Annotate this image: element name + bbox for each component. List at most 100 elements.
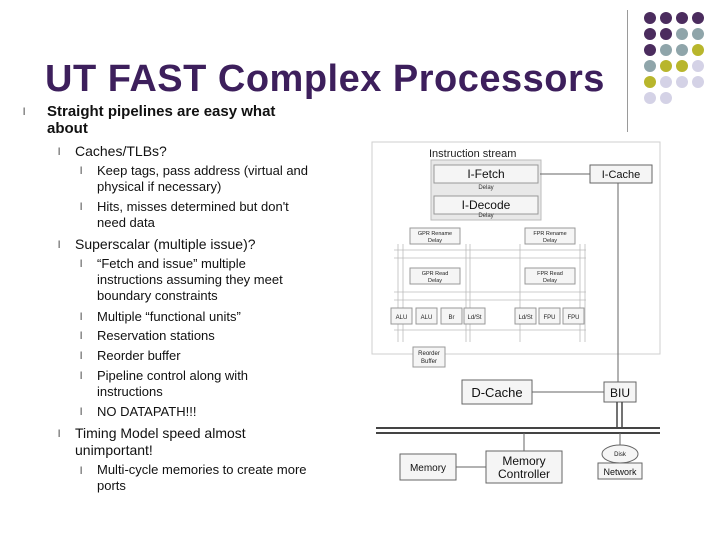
bullet-icon: l (80, 371, 83, 382)
fpr-read-box (524, 267, 576, 285)
decorative-dot (692, 12, 704, 24)
network-box (597, 462, 643, 480)
fpr-read-label: FPR Read (537, 271, 563, 277)
icache-label: I-Cache (602, 169, 641, 181)
delay-label: Delay (478, 213, 493, 219)
idecode-box (433, 195, 539, 215)
bullet-text: Pipeline control along with (97, 368, 249, 383)
functional-unit-label: Ld/St (518, 315, 532, 321)
fpr-rename-label: FPR Rename (533, 231, 566, 237)
functional-unit-label: Br (449, 315, 455, 321)
bullet-text: need data (97, 215, 155, 230)
functional-units: ALU ALU Br Ld/St Ld/St FPU FPU (390, 307, 585, 325)
bullet-icon: l (80, 351, 83, 362)
decorative-dot (676, 44, 688, 56)
ifetch-box (433, 164, 539, 184)
divider-line (627, 10, 628, 132)
decorative-dot (676, 28, 688, 40)
bullet-text: Superscalar (multiple issue)? (75, 236, 256, 252)
bullet-text: boundary constraints (97, 288, 218, 303)
functional-unit-label: ALU (396, 315, 408, 321)
decorative-dot (644, 60, 656, 72)
delay-label: Delay (428, 238, 442, 244)
functional-unit-box (415, 307, 438, 325)
reorder-label: Buffer (421, 359, 437, 365)
decorative-dot (676, 60, 688, 72)
idecode-label: I-Decode (462, 198, 511, 212)
decorative-dot (692, 76, 704, 88)
decorative-dot (660, 12, 672, 24)
fpr-rename-box (524, 227, 576, 245)
bullet-text: Hits, misses determined but don't (97, 199, 289, 214)
bullet-icon: l (80, 331, 83, 342)
functional-unit-box (440, 307, 463, 325)
decorative-dot (660, 60, 672, 72)
bullet-text: Timing Model speed almost (75, 425, 246, 441)
gpr-rename-box (409, 227, 461, 245)
biu-label: BIU (610, 386, 630, 400)
reorder-buffer-box (412, 346, 446, 368)
decorative-dot (676, 12, 688, 24)
functional-unit-label: FPU (544, 315, 556, 321)
bullet-text: physical if necessary) (97, 179, 222, 194)
bullet-icon: l (58, 240, 61, 251)
decorative-dot (644, 12, 656, 24)
decorative-dot (692, 28, 704, 40)
bullet-text: unimportant! (75, 442, 153, 458)
bullet-icon: l (58, 147, 61, 158)
bullet-icon: l (80, 259, 83, 270)
functional-unit-box (463, 307, 486, 325)
delay-label: Delay (478, 185, 493, 191)
decorative-dot (692, 60, 704, 72)
functional-unit-label: Ld/St (467, 315, 481, 321)
disk-label: Disk (614, 452, 627, 458)
ifetch-label: I-Fetch (467, 167, 504, 181)
decorative-dot (644, 28, 656, 40)
functional-unit-box (562, 307, 585, 325)
decorative-dot (644, 92, 656, 104)
functional-unit-box (514, 307, 537, 325)
delay-label: Delay (543, 238, 557, 244)
bullet-icon: l (80, 166, 83, 177)
instruction-stream-label: Instruction stream (429, 148, 516, 160)
bullet-text: Multi-cycle memories to create more (97, 462, 307, 477)
decorative-dot (660, 44, 672, 56)
bullet-text: NO DATAPATH!!! (97, 404, 197, 419)
bullet-icon: l (23, 107, 26, 118)
bullet-text: Reorder buffer (97, 348, 181, 363)
bullet-text: instructions assuming they meet (97, 272, 283, 287)
bullet-text: instructions (97, 384, 163, 399)
dcache-box (461, 379, 533, 405)
bullet-text: Straight pipelines are easy what (47, 103, 276, 120)
reorder-label: Reorder (418, 351, 440, 357)
gpr-read-label: GPR Read (422, 271, 449, 277)
decorative-dot (676, 76, 688, 88)
bullet-icon: l (58, 429, 61, 440)
delay-label: Delay (428, 278, 442, 284)
bullet-text: Caches/TLBs? (75, 143, 167, 159)
bullet-text: about (47, 120, 88, 137)
decorative-dot (660, 76, 672, 88)
functional-unit-label: ALU (421, 315, 433, 321)
bullet-icon: l (80, 202, 83, 213)
bullet-text: Keep tags, pass address (virtual and (97, 163, 309, 178)
network-label: Network (603, 467, 637, 477)
decorative-dot (660, 28, 672, 40)
decorative-dot (644, 76, 656, 88)
bullet-icon: l (80, 407, 83, 418)
interconnect-lines (394, 244, 586, 342)
gpr-read-box (409, 267, 461, 285)
decorative-dot (660, 92, 672, 104)
delay-label: Delay (543, 278, 557, 284)
memory-controller-label: Memory (502, 454, 545, 468)
bullet-text: ports (97, 478, 126, 493)
memory-label: Memory (410, 463, 446, 474)
bullet-text: Reservation stations (97, 328, 215, 343)
decorative-dot (644, 44, 656, 56)
functional-unit-box (538, 307, 561, 325)
decorative-dot (692, 44, 704, 56)
bullet-text: “Fetch and issue” multiple (97, 256, 246, 271)
bullet-text: Multiple “functional units” (97, 309, 241, 324)
gpr-rename-label: GPR Rename (418, 231, 452, 237)
functional-unit-label: FPU (568, 315, 580, 321)
